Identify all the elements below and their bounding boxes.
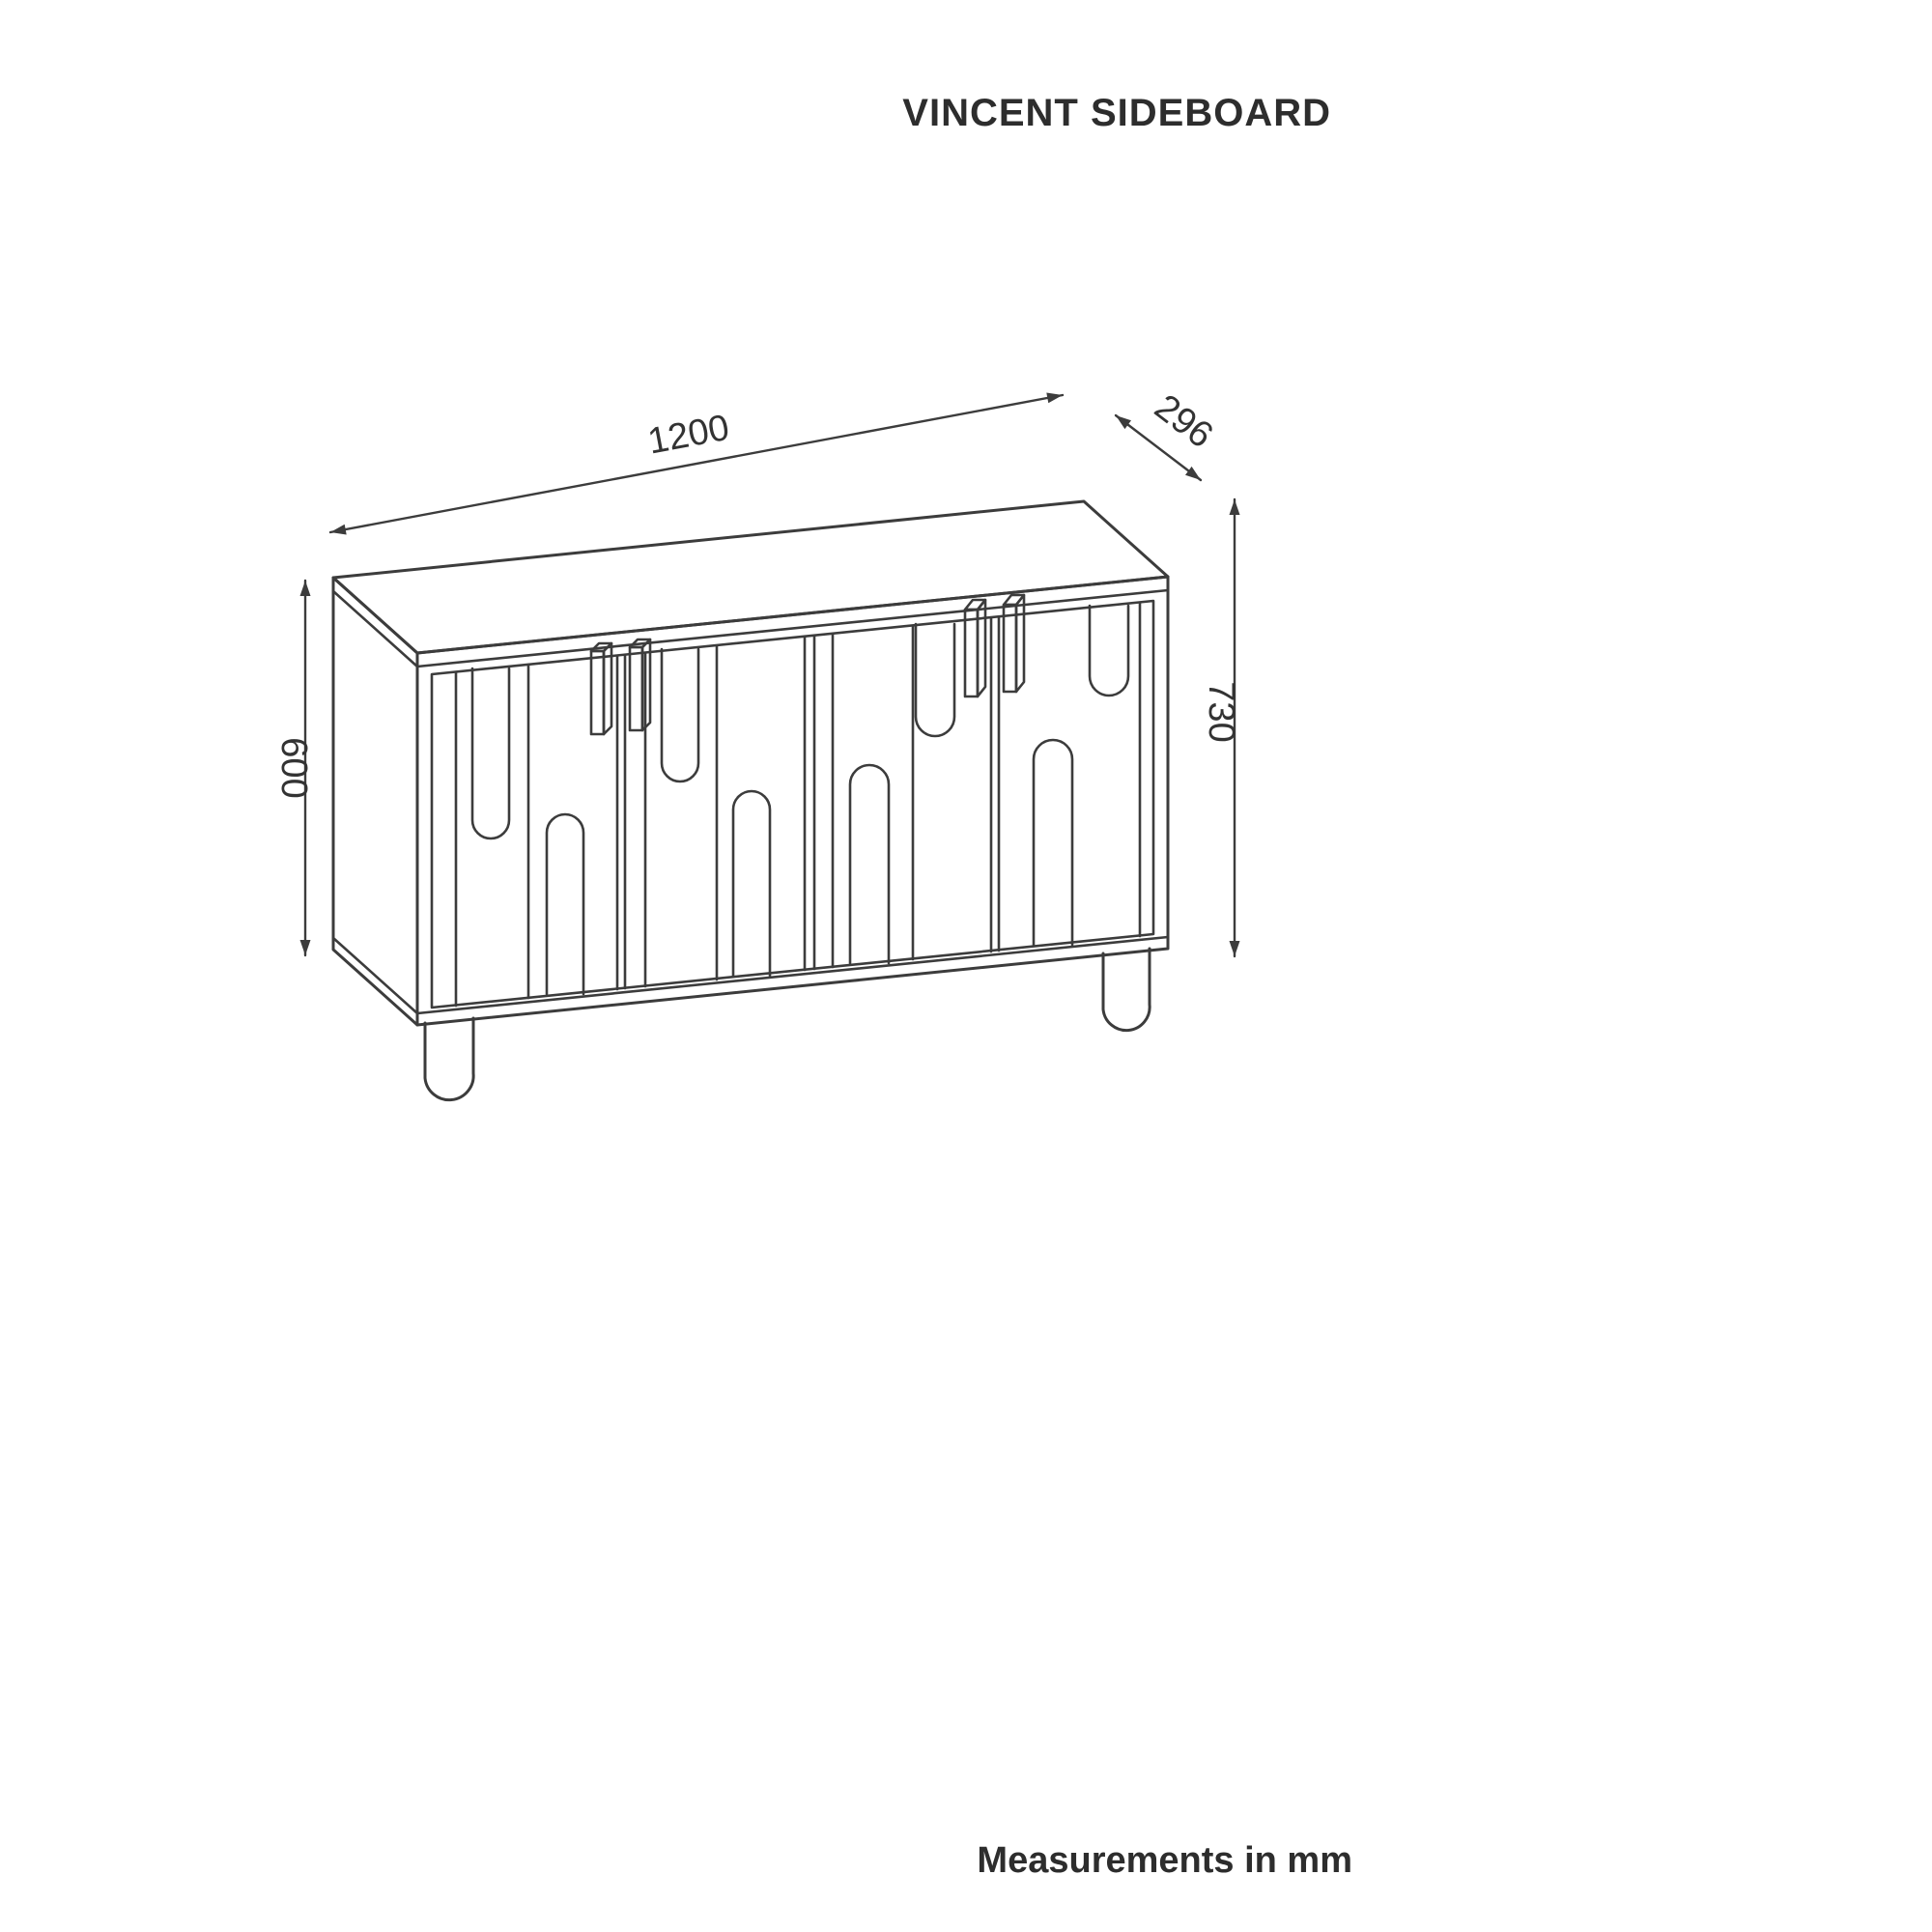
dim-width-label: 1200 — [644, 408, 732, 463]
dim-arrow — [299, 940, 311, 955]
left-side-face — [331, 576, 419, 1027]
dim-door-height-label: 600 — [273, 737, 314, 798]
dim-arrow — [1046, 392, 1063, 404]
door-frame-border — [430, 599, 1155, 1009]
door-arch-motif-standing — [731, 789, 772, 978]
dim-arrow — [299, 581, 311, 596]
page-title: VINCENT SIDEBOARD — [902, 92, 1331, 134]
dim-arrow — [1229, 499, 1240, 515]
top-slab-edge-side — [331, 589, 419, 668]
door-handle — [963, 598, 987, 698]
door-arch-motif-standing — [848, 763, 891, 965]
door-arch-motif-hanging — [660, 647, 700, 783]
dim-total-height-label: 730 — [1201, 681, 1241, 742]
door-handle — [628, 638, 652, 732]
dim-depth-label: 296 — [1147, 387, 1220, 457]
door-arch-motif-hanging — [914, 622, 956, 738]
door-arch-motif-hanging — [470, 667, 511, 840]
base-edge-side — [331, 936, 419, 1015]
door-handle — [1002, 593, 1026, 694]
dim-arrow — [1185, 466, 1201, 480]
base-edge-front — [415, 935, 1170, 1015]
sideboard-drawing — [331, 499, 1170, 1102]
front-face — [415, 575, 1170, 1027]
top-slab-edge-front — [415, 588, 1170, 668]
dim-arrow — [330, 524, 347, 535]
door-arch-motif-standing — [1032, 738, 1074, 947]
front-right-leg — [1101, 947, 1151, 1033]
dim-door-height: 600 — [273, 579, 314, 957]
door-arch-motif-hanging — [1088, 604, 1130, 697]
door-handle — [589, 641, 613, 736]
dim-arrow — [1116, 415, 1131, 430]
dim-arrow — [1229, 941, 1240, 956]
dim-total-height: 730 — [1201, 497, 1241, 958]
measurements-note: Measurements in mm — [977, 1840, 1352, 1881]
top-face — [331, 499, 1170, 655]
front-left-leg — [423, 1016, 475, 1102]
dim-depth: 296 — [1114, 387, 1220, 482]
door-arch-motif-standing — [545, 812, 585, 996]
